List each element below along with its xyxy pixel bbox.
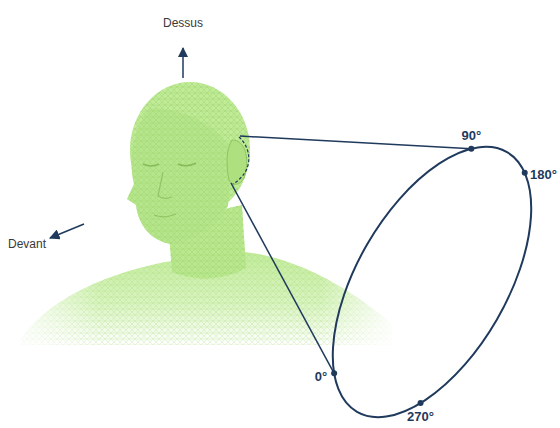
face	[127, 108, 232, 244]
angle-dot	[468, 146, 474, 152]
angle-label: 90°	[461, 129, 481, 143]
closed-eyes	[143, 163, 196, 166]
angle-label: 180°	[530, 168, 557, 182]
face-mesh	[127, 108, 232, 244]
direction-label: Dessus	[163, 17, 203, 30]
leader-line	[231, 183, 334, 373]
angle-dot	[418, 400, 424, 406]
angle-label: 270°	[407, 410, 434, 424]
nose	[158, 172, 172, 198]
mouth	[154, 214, 176, 217]
angle-label: 0°	[315, 370, 327, 384]
angle-dot	[331, 370, 337, 376]
ear	[227, 140, 247, 184]
front-arrow	[50, 224, 84, 238]
direction-label: Devant	[8, 238, 46, 251]
ear-ellipse	[292, 115, 560, 428]
up-arrow	[182, 48, 184, 78]
ear-outline	[233, 137, 249, 184]
angle-dot	[522, 170, 528, 176]
leader-line	[240, 136, 471, 149]
